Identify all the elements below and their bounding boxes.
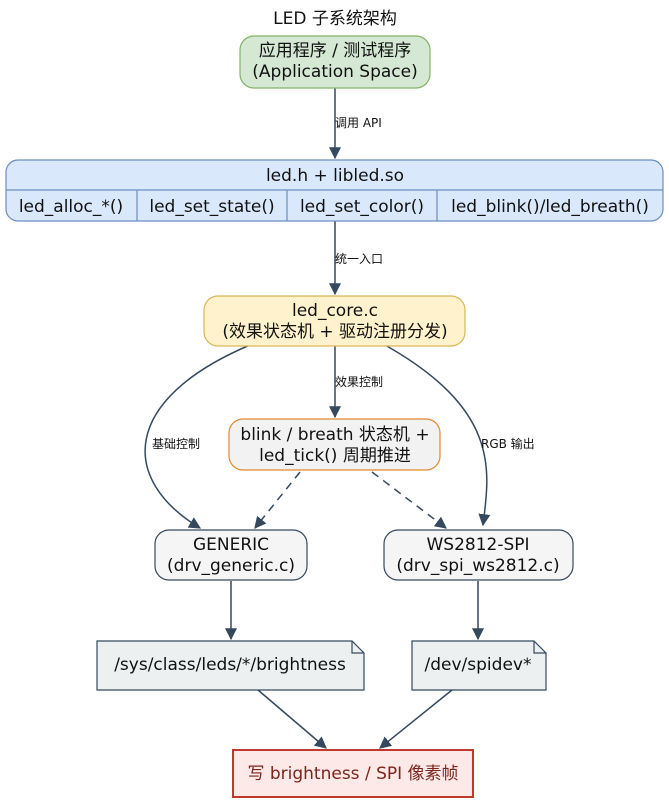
edge-core-to-generic [144, 344, 251, 529]
node-application-line2: (Application Space) [252, 62, 417, 82]
node-application: 应用程序 / 测试程序 (Application Space) [239, 35, 431, 89]
node-output-label: 写 brightness / SPI 像素帧 [247, 764, 458, 784]
edges [144, 88, 491, 749]
edge-effects-to-generic [254, 471, 301, 529]
node-core-line2: (效果状态机 + 驱动注册分发) [222, 322, 447, 342]
edge-label-app-to-api: 调用 API [335, 116, 382, 130]
node-effects-line1: blink / breath 状态机 + [240, 425, 429, 445]
edge-sysfs-to-output [257, 689, 327, 749]
node-api-cell: led_alloc_*() [19, 197, 123, 217]
node-generic-line2: (drv_generic.c) [167, 556, 295, 576]
node-ws2812-driver: WS2812-SPI (drv_spi_ws2812.c) [383, 529, 574, 581]
node-generic-driver: GENERIC (drv_generic.c) [154, 529, 308, 581]
node-spidev-file: /dev/spidev* [411, 640, 547, 691]
node-core: led_core.c (效果状态机 + 驱动注册分发) [203, 295, 466, 347]
node-ws2812-line2: (drv_spi_ws2812.c) [396, 556, 559, 576]
node-core-line1: led_core.c [292, 301, 378, 321]
node-api-header: led.h + libled.so [266, 166, 404, 186]
edge-effects-to-ws2812 [371, 471, 447, 529]
node-application-line1: 应用程序 / 测试程序 [259, 41, 412, 61]
node-effects-line2: led_tick() 周期推进 [259, 446, 411, 466]
edge-label-core-to-ws2812: RGB 输出 [481, 436, 535, 451]
edge-label-core-to-effects: 效果控制 [335, 374, 383, 389]
node-api-cell: led_set_state() [149, 197, 274, 217]
node-spidev-label: /dev/spidev* [425, 655, 532, 675]
node-api-cell: led_blink()/led_breath() [451, 197, 649, 217]
node-generic-line1: GENERIC [193, 535, 269, 555]
edge-core-to-ws2812 [384, 344, 491, 527]
node-ws2812-line1: WS2812-SPI [426, 535, 529, 555]
node-output: 写 brightness / SPI 像素帧 [232, 749, 474, 798]
diagram-title: LED 子系统架构 [273, 9, 397, 29]
node-api: led.h + libled.so led_alloc_*() led_set_… [5, 159, 664, 222]
edge-label-api-to-core: 统一入口 [335, 252, 383, 266]
node-sysfs-file: /sys/class/leds/*/brightness [96, 640, 365, 691]
edge-spidev-to-output [379, 689, 453, 749]
node-effects: blink / breath 状态机 + led_tick() 周期推进 [228, 418, 441, 471]
node-api-cell: led_set_color() [300, 197, 424, 217]
edge-label-core-to-generic: 基础控制 [152, 437, 200, 451]
node-sysfs-label: /sys/class/leds/*/brightness [114, 655, 346, 675]
